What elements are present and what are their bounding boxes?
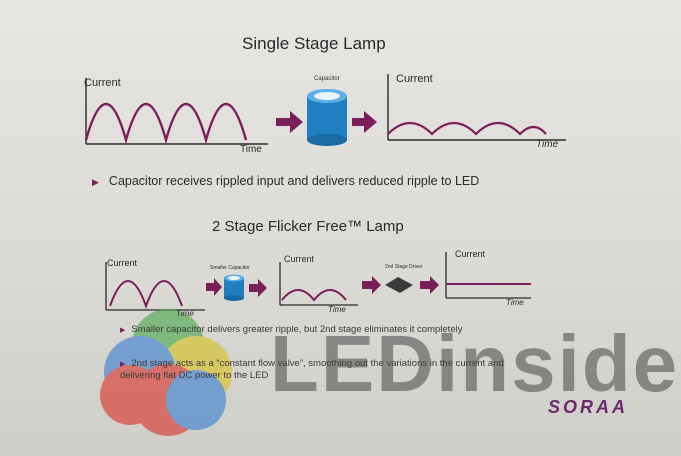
top-bullet-text: Capacitor receives rippled input and del… — [108, 174, 480, 188]
top-right-xlabel: Time — [536, 139, 559, 150]
watermark-text: LEDinside — [270, 319, 680, 408]
top-left-graph — [85, 78, 268, 145]
bottom-graph-2-ylabel: Current — [284, 254, 315, 264]
bottom-bullet-1-text: Smaller capacitor delivers greater rippl… — [131, 324, 463, 335]
bottom-arrow-3 — [362, 276, 381, 294]
bottom-graph-2-wave — [281, 289, 347, 302]
smaller-capacitor-label: Smaller Capacitor — [210, 265, 250, 271]
driver-chip-icon — [385, 277, 413, 293]
top-left-xlabel: Time — [240, 144, 262, 155]
single-stage-title: Single Stage Lamp — [242, 34, 386, 53]
ledinside-watermark-logo — [100, 309, 232, 436]
bottom-arrow-1 — [206, 278, 222, 296]
bottom-arrow-4 — [420, 276, 439, 294]
top-left-ylabel: Current — [84, 77, 121, 89]
bottom-bullet-2-text: 2nd stage acts as a “constant flow valve… — [120, 358, 504, 381]
bottom-graph-3 — [445, 252, 531, 299]
bottom-graph-1-ylabel: Current — [107, 258, 138, 268]
bullet-marker-icon: ▶ — [120, 361, 126, 368]
soraa-logo: SORAA — [548, 397, 629, 417]
top-right-ylabel: Current — [396, 73, 433, 85]
bottom-graph-3-ylabel: Current — [455, 249, 486, 259]
bottom-graph-1-xlabel: Time — [176, 309, 194, 318]
bottom-graph-2-xlabel: Time — [328, 305, 346, 314]
top-arrow-2 — [352, 111, 377, 133]
top-left-rectified-wave — [84, 103, 248, 145]
top-right-reduced-ripple — [387, 121, 547, 136]
bottom-graph-3-xlabel: Time — [506, 298, 524, 307]
driver-label: 2nd Stage Driver — [385, 264, 423, 270]
bottom-bullet-1: ▶ Smaller capacitor delivers greater ripp… — [120, 324, 540, 336]
capacitor-label: Capacitor — [314, 76, 340, 82]
bottom-graph-2 — [279, 262, 358, 306]
bullet-marker-icon: ▶ — [92, 177, 99, 187]
bullet-marker-icon: ▶ — [120, 327, 126, 334]
bottom-bullet-2: ▶2nd stage acts as a “constant flow valv… — [120, 358, 520, 381]
bottom-arrow-2 — [249, 279, 267, 297]
bottom-graph-1-wave — [109, 280, 183, 309]
capacitor-icon — [307, 89, 347, 146]
top-bullet: ▶ Capacitor receives rippled input and de… — [92, 174, 479, 188]
top-arrow-1 — [276, 111, 303, 133]
two-stage-title: 2 Stage Flicker Free™ Lamp — [212, 218, 404, 235]
top-right-graph — [387, 74, 566, 141]
bottom-graph-1 — [105, 262, 205, 311]
smaller-capacitor-icon — [224, 274, 244, 301]
